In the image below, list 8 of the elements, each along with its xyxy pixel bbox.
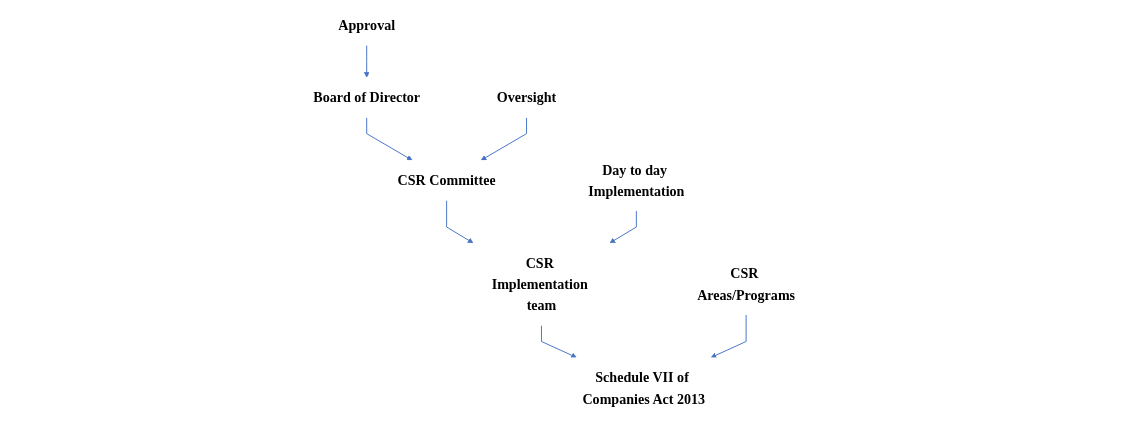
node-text: Approval	[338, 17, 396, 34]
node-text: CSR Committee	[397, 172, 496, 189]
node-text: Schedule VII of Companies Act 2013	[582, 369, 706, 407]
node-text: CSR Implementation team	[491, 255, 589, 314]
node-text: Oversight	[497, 89, 557, 106]
node-text: Day to day Implementation	[588, 161, 685, 199]
node-text: CSR Areas/Programs	[697, 265, 796, 303]
node-text: Board of Director	[313, 89, 421, 106]
